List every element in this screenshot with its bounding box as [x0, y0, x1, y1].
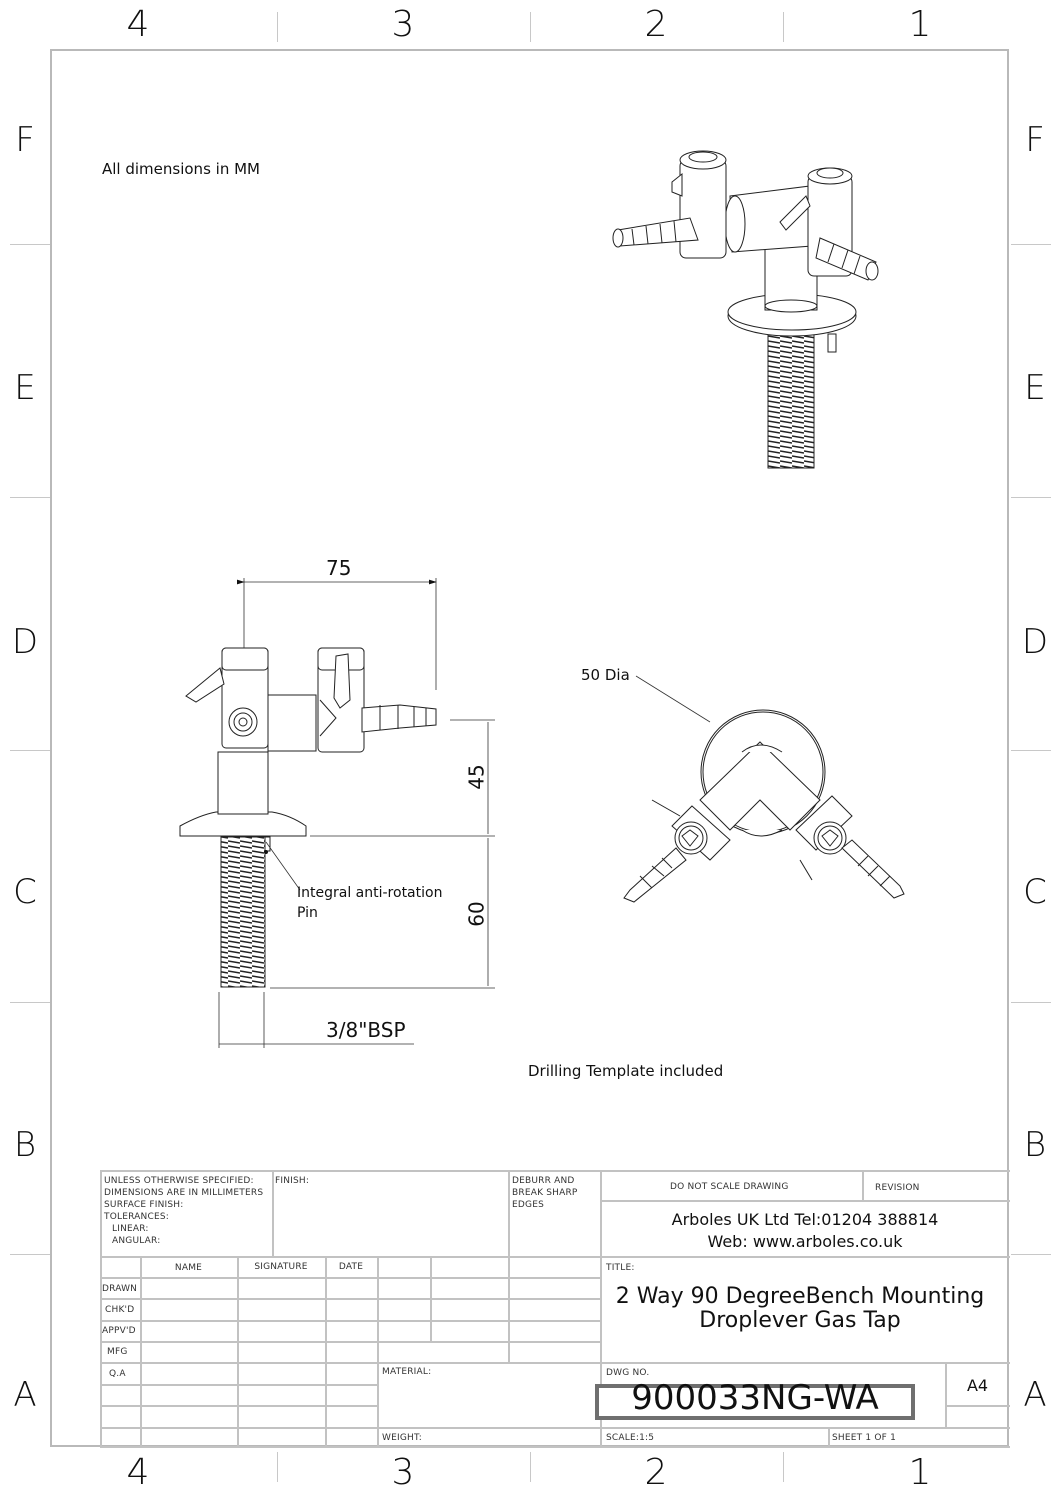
- role-mfg: MFG: [107, 1347, 128, 1357]
- drawing-number: 900033NG-WA: [631, 1378, 879, 1418]
- general-note-line: SURFACE FINISH:: [104, 1200, 184, 1210]
- dimension-thread-bsp: 3/8"BSP: [326, 1018, 406, 1042]
- zone-divider: [10, 244, 50, 245]
- callout-50-dia: 50 Dia: [581, 666, 630, 684]
- zone-divider: [277, 1452, 278, 1482]
- zone-divider: [1011, 1254, 1051, 1255]
- drilling-template-note: Drilling Template included: [528, 1062, 724, 1080]
- zone-column-2-top: 2: [644, 4, 668, 45]
- company-website: Web: www.arboles.co.uk: [707, 1232, 903, 1251]
- zone-divider: [277, 12, 278, 42]
- date-header: DATE: [338, 1262, 364, 1272]
- signature-header: SIGNATURE: [254, 1262, 308, 1272]
- zone-row-E-left: E: [14, 368, 36, 408]
- zone-column-2-bottom: 2: [644, 1452, 668, 1493]
- zone-divider: [783, 12, 784, 42]
- zone-row-D-left: D: [11, 622, 39, 662]
- general-note-line: ANGULAR:: [112, 1236, 161, 1246]
- drawing-title-line1: 2 Way 90 DegreeBench Mounting: [615, 1284, 985, 1309]
- name-header: NAME: [174, 1263, 203, 1273]
- weight-label: WEIGHT:: [382, 1433, 422, 1443]
- callout-anti-rotation-pin: Integral anti-rotation: [297, 885, 443, 901]
- scale-label: SCALE:1:5: [606, 1433, 655, 1443]
- role-approved: APPV'D: [102, 1326, 136, 1336]
- general-note-line: DIMENSIONS ARE IN MILLIMETERS: [104, 1188, 264, 1198]
- zone-divider: [10, 1002, 50, 1003]
- zone-row-B-right: B: [1023, 1125, 1047, 1165]
- zone-row-C-right: C: [1023, 872, 1047, 912]
- sheet-number: SHEET 1 OF 1: [832, 1433, 897, 1443]
- dimension-height-45: 45: [464, 764, 489, 790]
- zone-row-C-left: C: [13, 872, 37, 912]
- sheet-size: A4: [966, 1376, 989, 1395]
- zone-divider: [1011, 1002, 1051, 1003]
- zone-divider: [10, 1254, 50, 1255]
- top-view: [623, 709, 905, 903]
- deburr-line: BREAK SHARP: [512, 1188, 578, 1198]
- zone-column-4-top: 4: [126, 4, 150, 45]
- zone-row-E-right: E: [1024, 368, 1046, 408]
- title-label: TITLE:: [606, 1263, 635, 1273]
- drawing-title-line2: Droplever Gas Tap: [699, 1308, 901, 1333]
- zone-row-D-right: D: [1021, 622, 1049, 662]
- zone-row-A-right: A: [1023, 1375, 1047, 1415]
- dimension-width-75: 75: [326, 556, 352, 580]
- zone-column-4-bottom: 4: [126, 1452, 150, 1493]
- front-view: [179, 647, 437, 988]
- general-note-line: LINEAR:: [112, 1224, 149, 1234]
- zone-divider: [530, 12, 531, 42]
- company-contact: Arboles UK Ltd Tel:01204 388814: [671, 1210, 939, 1229]
- zone-divider: [1011, 244, 1051, 245]
- zone-divider: [1011, 497, 1051, 498]
- role-checked: CHK'D: [105, 1305, 135, 1315]
- finish-label: FINISH:: [275, 1176, 310, 1186]
- material-label: MATERIAL:: [382, 1367, 432, 1377]
- units-note: All dimensions in MM: [102, 160, 260, 178]
- zone-column-3-top: 3: [391, 4, 415, 45]
- do-not-scale-label: DO NOT SCALE DRAWING: [670, 1182, 789, 1192]
- isometric-view: [612, 150, 879, 469]
- zone-row-A-left: A: [13, 1375, 37, 1415]
- zone-divider: [783, 1452, 784, 1482]
- deburr-line: EDGES: [512, 1200, 544, 1210]
- zone-divider: [10, 497, 50, 498]
- zone-column-1-top: 1: [908, 4, 932, 45]
- zone-divider: [10, 750, 50, 751]
- general-note-line: TOLERANCES:: [104, 1212, 169, 1222]
- role-qa: Q.A: [109, 1369, 126, 1379]
- zone-row-F-right: F: [1025, 120, 1045, 160]
- dimension-height-60: 60: [464, 901, 489, 927]
- dwg-no-label: DWG NO.: [606, 1368, 650, 1378]
- deburr-line: DEBURR AND: [512, 1176, 575, 1186]
- front-view-dimensions: [218, 578, 711, 1048]
- general-note-line: UNLESS OTHERWISE SPECIFIED:: [104, 1176, 254, 1186]
- zone-row-F-left: F: [15, 120, 35, 160]
- zone-divider: [1011, 750, 1051, 751]
- callout-anti-rotation-pin-line2: Pin: [297, 905, 318, 921]
- role-drawn: DRAWN: [102, 1284, 138, 1294]
- dwg-no-box: [595, 1384, 915, 1420]
- zone-divider: [530, 1452, 531, 1482]
- zone-column-1-bottom: 1: [908, 1452, 932, 1493]
- zone-row-B-left: B: [13, 1125, 37, 1165]
- zone-column-3-bottom: 3: [391, 1452, 415, 1493]
- revision-label: REVISION: [875, 1183, 920, 1193]
